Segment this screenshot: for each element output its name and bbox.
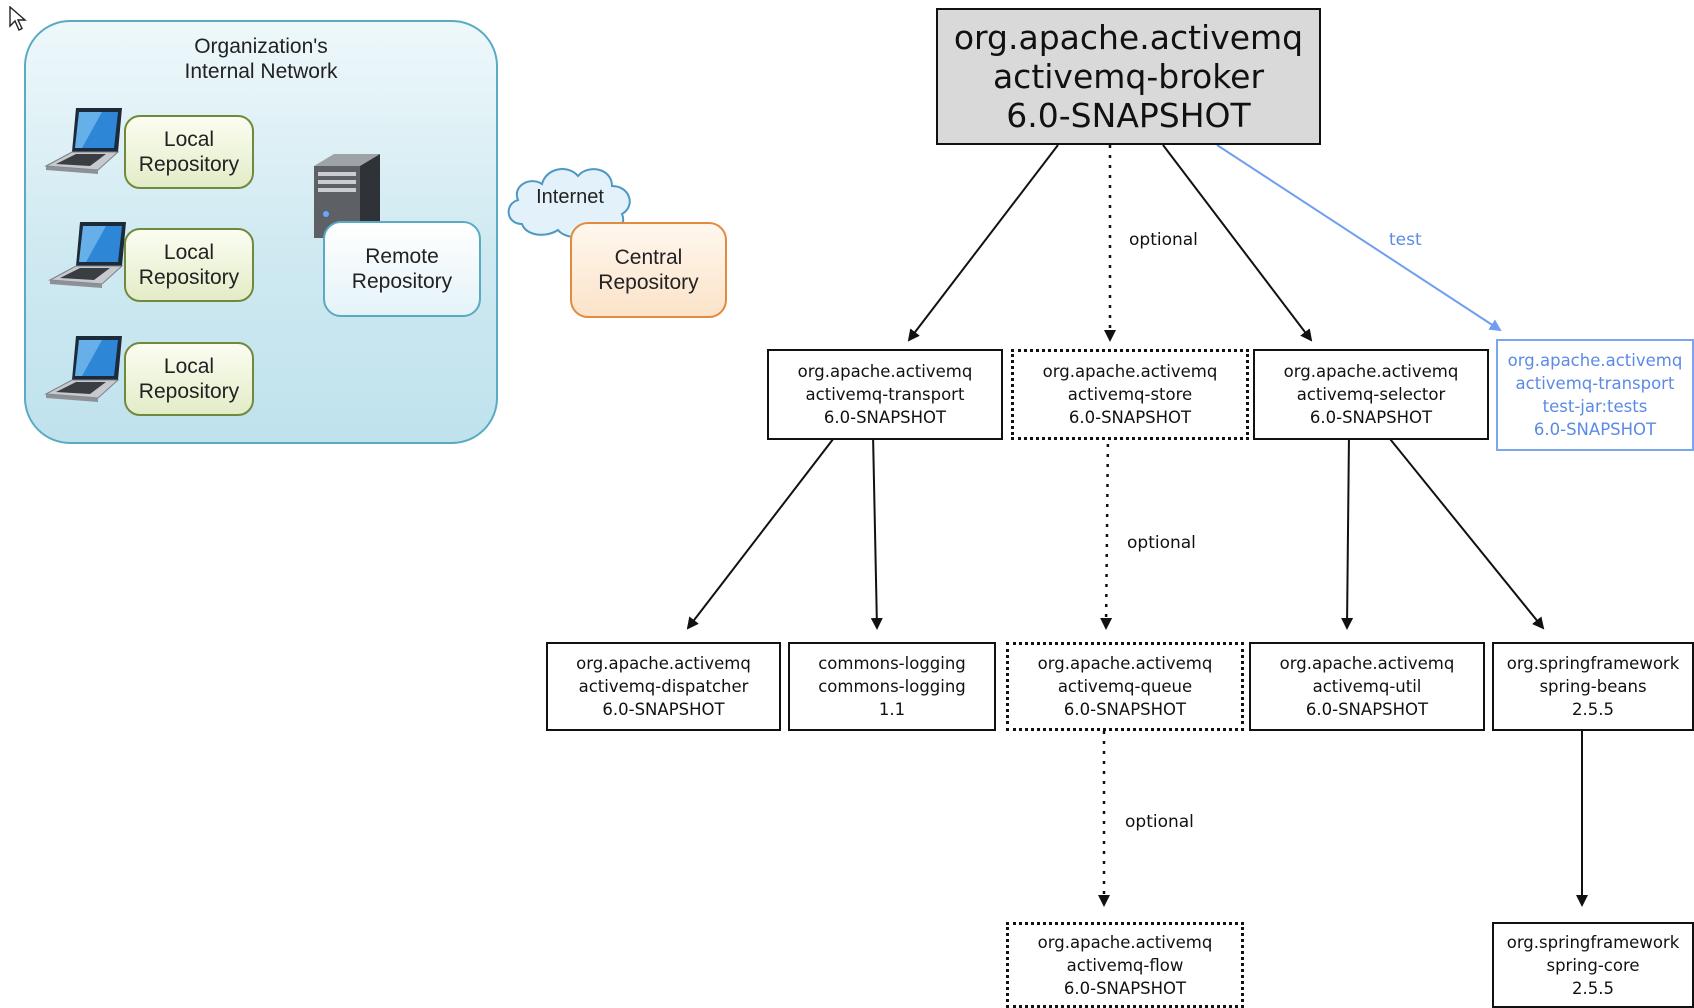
node-artifact: spring-core bbox=[1546, 955, 1640, 975]
node-artifact: activemq-queue bbox=[1057, 677, 1193, 696]
node-version: 6.0-SNAPSHOT bbox=[823, 408, 947, 427]
node-group: org.apache.activemq bbox=[1037, 932, 1213, 952]
node-activemq-selector: org.apache.activemq activemq-selector 6.… bbox=[1253, 349, 1489, 440]
node-version: 6.0-SNAPSHOT bbox=[1305, 700, 1429, 719]
central-repository-box: Central Repository bbox=[570, 222, 727, 318]
node-activemq-broker: org.apache.activemq activemq-broker 6.0-… bbox=[936, 8, 1321, 145]
node-group: org.apache.activemq bbox=[1279, 654, 1455, 673]
node-activemq-queue: org.apache.activemq activemq-queue 6.0-S… bbox=[1006, 642, 1244, 731]
node-version: 6.0-SNAPSHOT bbox=[1068, 408, 1192, 427]
local-repository-box: Local Repository bbox=[124, 228, 254, 302]
node-group: org.springframework bbox=[1506, 654, 1680, 673]
node-group: org.apache.activemq bbox=[1037, 654, 1213, 673]
node-artifact: activemq-flow bbox=[1066, 955, 1184, 975]
node-activemq-flow: org.apache.activemq activemq-flow 6.0-SN… bbox=[1006, 922, 1244, 1008]
node-version: 2.5.5 bbox=[1572, 700, 1614, 719]
node-version: 6.0-SNAPSHOT bbox=[1309, 408, 1433, 427]
edge-selector-util bbox=[1341, 433, 1354, 630]
cursor-arrow-icon bbox=[9, 6, 27, 31]
node-group: org.apache.activemq bbox=[1283, 362, 1459, 381]
node-version: 6.0-SNAPSHOT bbox=[1063, 700, 1187, 719]
node-group: org.springframework bbox=[1506, 932, 1680, 952]
node-activemq-transport-tests: org.apache.activemq activemq-transport t… bbox=[1496, 339, 1694, 451]
edge-label-test: test bbox=[1389, 230, 1422, 250]
internal-network-title: Organization's Internal Network bbox=[184, 35, 338, 83]
local-repository-box: Local Repository bbox=[124, 342, 254, 416]
node-group: org.apache.activemq bbox=[1042, 362, 1218, 381]
node-spring-beans: org.springframework spring-beans 2.5.5 bbox=[1492, 642, 1694, 731]
node-spring-core: org.springframework spring-core 2.5.5 bbox=[1492, 922, 1694, 1008]
remote-repository-box: Remote Repository bbox=[323, 221, 481, 317]
node-classifier: test-jar:tests bbox=[1542, 397, 1648, 416]
node-version: 6.0-SNAPSHOT bbox=[1006, 96, 1251, 135]
edge-label-optional: optional bbox=[1126, 533, 1197, 553]
node-artifact: activemq-transport bbox=[1515, 374, 1675, 393]
node-version: 6.0-SNAPSHOT bbox=[1063, 978, 1187, 998]
node-artifact: activemq-broker bbox=[992, 57, 1265, 96]
edge-broker-selector bbox=[1162, 144, 1313, 342]
node-artifact: commons-logging bbox=[818, 677, 966, 696]
node-artifact: spring-beans bbox=[1539, 677, 1647, 696]
node-group: org.apache.activemq bbox=[576, 654, 751, 673]
node-activemq-dispatcher: org.apache.activemq activemq-dispatcher … bbox=[546, 642, 781, 731]
edge-broker-transport-tests bbox=[1216, 144, 1502, 332]
laptop-icon bbox=[44, 336, 122, 402]
laptop-icon bbox=[48, 222, 126, 288]
edge-transport-logging bbox=[870, 433, 883, 630]
edge-transport-dispatcher bbox=[686, 433, 838, 630]
node-version: 1.1 bbox=[878, 700, 906, 719]
node-commons-logging: commons-logging commons-logging 1.1 bbox=[788, 642, 996, 731]
node-activemq-transport: org.apache.activemq activemq-transport 6… bbox=[767, 349, 1003, 440]
node-artifact: activemq-util bbox=[1312, 677, 1422, 696]
node-version: 6.0-SNAPSHOT bbox=[602, 700, 725, 719]
node-artifact: activemq-store bbox=[1067, 385, 1193, 404]
local-repository-box: Local Repository bbox=[124, 115, 254, 189]
edge-broker-transport bbox=[907, 144, 1059, 342]
node-activemq-util: org.apache.activemq activemq-util 6.0-SN… bbox=[1249, 642, 1485, 731]
edge-label-optional: optional bbox=[1124, 812, 1195, 832]
node-group: org.apache.activemq bbox=[1507, 351, 1683, 370]
node-artifact: activemq-transport bbox=[805, 385, 965, 404]
node-version: 6.0-SNAPSHOT bbox=[1533, 420, 1657, 439]
edge-label-optional: optional bbox=[1128, 230, 1199, 250]
node-group: org.apache.activemq bbox=[953, 18, 1304, 57]
edge-selector-beans bbox=[1385, 433, 1545, 630]
node-artifact: activemq-selector bbox=[1296, 385, 1446, 404]
node-artifact: activemq-dispatcher bbox=[578, 677, 749, 696]
internet-label: Internet bbox=[536, 186, 604, 208]
node-group: org.apache.activemq bbox=[797, 362, 973, 381]
edge-store-queue bbox=[1100, 433, 1113, 630]
cloud-icon bbox=[507, 168, 631, 239]
node-version: 2.5.5 bbox=[1572, 978, 1614, 998]
node-group: commons-logging bbox=[818, 654, 966, 673]
laptop-icon bbox=[44, 108, 122, 174]
node-activemq-store: org.apache.activemq activemq-store 6.0-S… bbox=[1011, 349, 1249, 440]
